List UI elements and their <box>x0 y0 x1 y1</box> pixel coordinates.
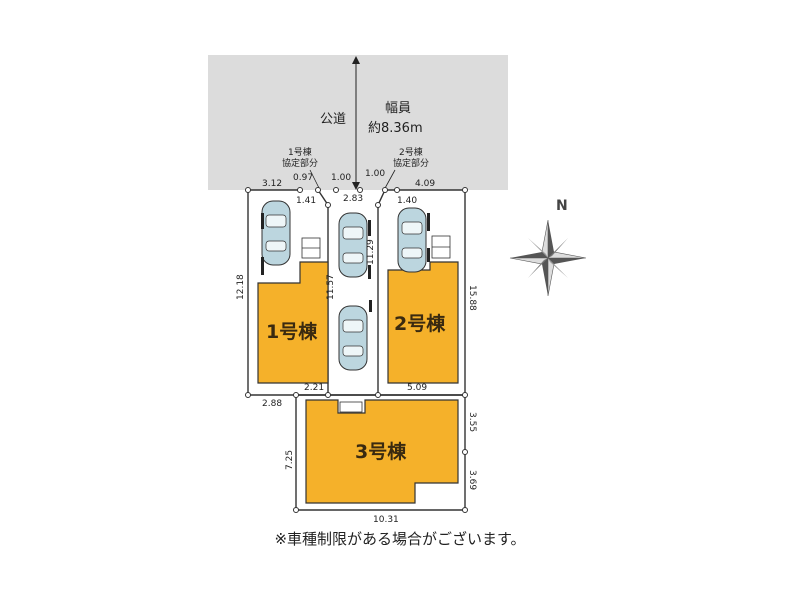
dim-10-31: 10.31 <box>373 515 399 525</box>
vehicle-restriction-note: ※車種制限がある場合がございます。 <box>274 530 526 548</box>
dim-3-55: 3.55 <box>467 412 477 432</box>
house-1-label: 1号棟 <box>266 320 318 343</box>
agreement-2-line1: 2号棟 <box>399 146 423 158</box>
dim-3-69: 3.69 <box>467 470 477 490</box>
entry-steps <box>301 235 451 259</box>
agreement-1-line1: 1号棟 <box>288 146 312 158</box>
road-width-value: 約8.36m <box>368 121 423 136</box>
car-2 <box>338 212 368 278</box>
road-label: 公道 <box>320 112 346 127</box>
dim-2-83: 2.83 <box>343 194 363 204</box>
dim-5-09: 5.09 <box>407 383 427 393</box>
building-3-entry <box>339 401 363 413</box>
compass-icon <box>509 219 587 297</box>
dim-4-09: 4.09 <box>415 179 435 189</box>
building-1 <box>257 261 329 384</box>
house-3-label: 3号棟 <box>355 440 407 463</box>
agreement-1-line2: 協定部分 <box>282 157 318 169</box>
dim-3-12: 3.12 <box>262 179 282 189</box>
car-1 <box>261 200 291 266</box>
agreement-2-line2: 協定部分 <box>393 157 429 169</box>
dim-11-57: 11.57 <box>326 274 336 300</box>
dim-2-88: 2.88 <box>262 399 282 409</box>
car-4 <box>397 207 427 273</box>
dim-7-25: 7.25 <box>285 450 295 470</box>
dim-11-29: 11.29 <box>366 239 376 265</box>
dim-15-88: 15.88 <box>467 285 477 311</box>
public-road <box>208 55 508 190</box>
road-width-label: 幅員 <box>385 101 411 116</box>
dim-12-18: 12.18 <box>236 274 246 300</box>
lot-points <box>245 187 468 513</box>
car-3 <box>338 305 368 371</box>
dim-1-00-a: 1.00 <box>331 173 351 183</box>
building-3 <box>305 399 459 504</box>
compass-north-label: N <box>556 198 568 214</box>
house-2-label: 2号棟 <box>394 312 446 335</box>
building-2 <box>387 261 459 384</box>
dim-1-41: 1.41 <box>296 196 316 206</box>
dim-1-40: 1.40 <box>397 196 417 206</box>
dim-1-00-b: 1.00 <box>365 169 385 179</box>
dim-2-21: 2.21 <box>304 383 324 393</box>
dim-0-97: 0.97 <box>293 173 313 183</box>
